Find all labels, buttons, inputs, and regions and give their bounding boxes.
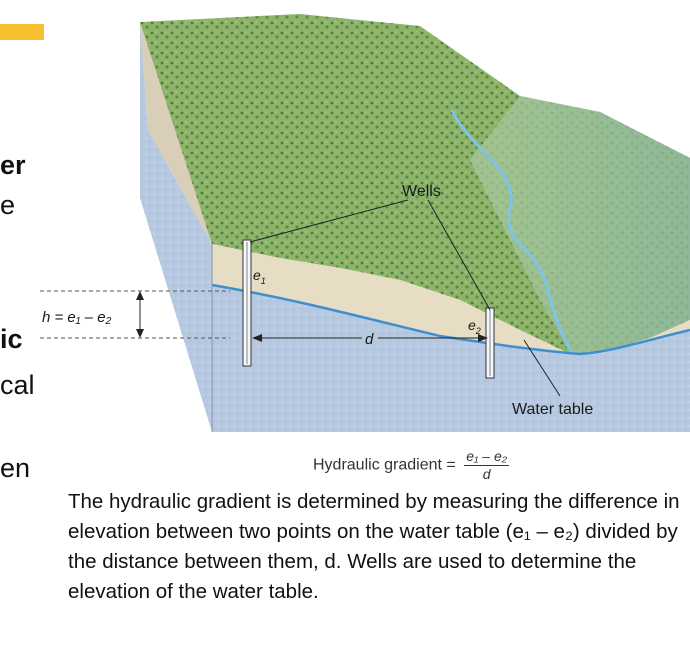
figure-caption: The hydraulic gradient is determined by … (68, 490, 680, 603)
wells-label: Wells (402, 183, 441, 200)
saturated-zone (212, 285, 690, 432)
formula-label: Hydraulic gradient = (313, 456, 456, 474)
unsaturated-zone (212, 244, 690, 355)
d-label: d (365, 331, 374, 348)
left-fragment-2: e (0, 190, 16, 220)
d-label-bg (362, 330, 378, 346)
left-fragment-4: cal (0, 370, 35, 400)
water-table-label: Water table (512, 401, 593, 418)
left-fragment-3: ic (0, 324, 23, 354)
e2-label: e2 (468, 317, 481, 336)
h-arrowhead-down (136, 329, 144, 338)
formula-numerator: e₁ – e₂ (464, 448, 510, 466)
distance-arrowhead-right (478, 334, 488, 342)
formula-fraction: e₁ – e₂ d (464, 448, 510, 483)
h-formula-label: h = e₁ – e₂ (42, 309, 112, 326)
hydraulic-gradient-formula: Hydraulic gradient = e₁ – e₂ d (313, 448, 510, 483)
left-face-groundwater (140, 22, 212, 432)
formula-denominator: d (482, 466, 491, 482)
left-fragment-1: er (0, 150, 26, 180)
groundwater-block-diagram: Wells e1 e2 d h = e₁ – e₂ Water table (40, 14, 690, 432)
water-table-line (211, 283, 690, 356)
stream (450, 109, 574, 356)
wells-leader-1 (249, 199, 409, 243)
left-fragment-5: en (0, 453, 31, 483)
accent-bar (0, 24, 44, 40)
water-table-leader (523, 339, 561, 397)
e1-label: e1 (253, 267, 266, 286)
distance-arrowhead-left (252, 334, 262, 342)
h-arrowhead-up (136, 291, 144, 300)
wells-leader-2 (427, 199, 491, 311)
right-slope (470, 96, 690, 355)
